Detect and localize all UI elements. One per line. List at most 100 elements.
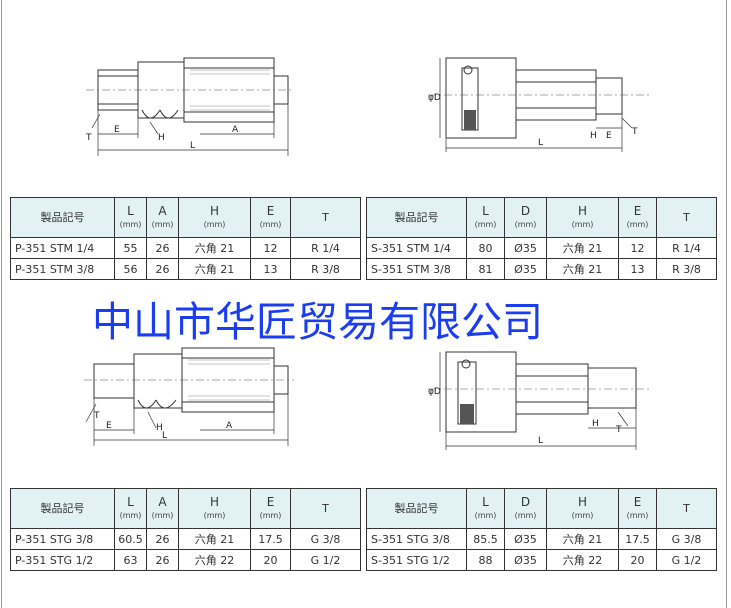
cell-t: G 3/8: [656, 528, 717, 550]
dim-label-e: E: [606, 131, 612, 141]
header-e: E(mm): [250, 488, 291, 529]
cell-l: 85.5: [466, 528, 505, 550]
table-row: P-351 STG 1/2 63 26 六角 22 20 G 1/2: [10, 549, 361, 571]
cell-e: 12: [618, 237, 657, 259]
drawing-plug-stg: T E H L A: [80, 338, 300, 450]
cell-h: 六角 22: [178, 549, 251, 571]
cell-e: 12: [250, 237, 291, 259]
table-header-row: 製品記号 L(mm) D(mm) H(mm) E(mm) T: [366, 488, 717, 529]
header-l: L(mm): [114, 197, 147, 238]
company-banner: 中山市华匠贸易有限公司: [92, 298, 543, 346]
page-border-right: [726, 0, 727, 608]
dim-label-h: H: [156, 423, 163, 433]
cell-h: 六角 21: [178, 258, 251, 280]
dim-label-l: L: [162, 431, 167, 441]
cell-d: Ø35: [504, 528, 547, 550]
cell-e: 17.5: [250, 528, 291, 550]
dim-label-d: φD: [428, 93, 441, 103]
dim-label-t: T: [85, 133, 92, 143]
cell-h: 六角 21: [546, 528, 619, 550]
cell-t: R 3/8: [656, 258, 717, 280]
cell-t: R 1/4: [656, 237, 717, 259]
cell-l: 60.5: [114, 528, 147, 550]
header-h: H(mm): [178, 488, 251, 529]
header-e: E(mm): [618, 197, 657, 238]
dim-label-l: L: [190, 141, 195, 151]
header-a: A(mm): [146, 488, 179, 529]
spec-table-s351-stg: 製品記号 L(mm) D(mm) H(mm) E(mm) T S-351 STG…: [366, 488, 717, 571]
table-row: P-351 STM 3/8 56 26 六角 21 13 R 3/8: [10, 258, 361, 280]
dim-label-e: E: [106, 421, 112, 431]
dim-label-e: E: [114, 125, 120, 135]
cell-d: Ø35: [504, 237, 547, 259]
drawing-plug-stm: T E H L A: [80, 48, 300, 160]
spec-table-s351-stm: 製品記号 L(mm) D(mm) H(mm) E(mm) T S-351 STM…: [366, 197, 717, 280]
cell-model: S-351 STG 1/2: [366, 549, 467, 571]
cell-l: 80: [466, 237, 505, 259]
header-model: 製品記号: [10, 488, 115, 529]
table-row: P-351 STG 3/8 60.5 26 六角 21 17.5 G 3/8: [10, 528, 361, 550]
table-header-row: 製品記号 L(mm) A(mm) H(mm) E(mm) T: [10, 197, 361, 238]
dim-label-a: A: [232, 125, 239, 135]
dim-label-h: H: [590, 131, 597, 141]
header-model: 製品記号: [366, 488, 467, 529]
header-h: H(mm): [546, 197, 619, 238]
cell-model: P-351 STM 3/8: [10, 258, 115, 280]
drawing-socket-stm: φD L H E T: [418, 48, 658, 160]
header-d: D(mm): [504, 488, 547, 529]
cell-l: 63: [114, 549, 147, 571]
cell-model: S-351 STM 1/4: [366, 237, 467, 259]
header-model: 製品記号: [10, 197, 115, 238]
header-t: T: [656, 488, 717, 529]
header-a: A(mm): [146, 197, 179, 238]
header-h: H(mm): [178, 197, 251, 238]
spec-table-p351-stg: 製品記号 L(mm) A(mm) H(mm) E(mm) T P-351 STG…: [10, 488, 361, 571]
cell-t: R 1/4: [290, 237, 361, 259]
dim-label-a: A: [226, 421, 233, 431]
cell-h: 六角 21: [178, 528, 251, 550]
cell-a: 26: [146, 549, 179, 571]
header-t: T: [656, 197, 717, 238]
cell-t: G 3/8: [290, 528, 361, 550]
table-row: P-351 STM 1/4 55 26 六角 21 12 R 1/4: [10, 237, 361, 259]
cell-l: 81: [466, 258, 505, 280]
cell-model: P-351 STG 3/8: [10, 528, 115, 550]
header-e: E(mm): [618, 488, 657, 529]
header-t: T: [290, 488, 361, 529]
cell-l: 88: [466, 549, 505, 571]
dim-label-l: L: [538, 436, 543, 446]
cell-e: 17.5: [618, 528, 657, 550]
cell-h: 六角 21: [546, 237, 619, 259]
header-l: L(mm): [466, 197, 505, 238]
cell-h: 六角 21: [178, 237, 251, 259]
cell-a: 26: [146, 258, 179, 280]
dim-label-d: φD: [428, 387, 441, 397]
cell-model: P-351 STM 1/4: [10, 237, 115, 259]
dim-label-t: T: [631, 127, 638, 137]
header-e: E(mm): [250, 197, 291, 238]
table-header-row: 製品記号 L(mm) D(mm) H(mm) E(mm) T: [366, 197, 717, 238]
cell-e: 20: [250, 549, 291, 571]
cell-model: S-351 STM 3/8: [366, 258, 467, 280]
cell-e: 20: [618, 549, 657, 571]
header-model: 製品記号: [366, 197, 467, 238]
cell-d: Ø35: [504, 258, 547, 280]
table-header-row: 製品記号 L(mm) A(mm) H(mm) E(mm) T: [10, 488, 361, 529]
cell-a: 26: [146, 528, 179, 550]
header-l: L(mm): [114, 488, 147, 529]
cell-l: 55: [114, 237, 147, 259]
page-border-left: [1, 0, 2, 608]
dim-label-t: T: [93, 411, 100, 421]
spec-table-p351-stm: 製品記号 L(mm) A(mm) H(mm) E(mm) T P-351 STM…: [10, 197, 361, 280]
cell-model: P-351 STG 1/2: [10, 549, 115, 571]
cell-h: 六角 21: [546, 258, 619, 280]
drawing-socket-stg: φD L H T: [418, 342, 658, 454]
table-row: S-351 STG 1/2 88 Ø35 六角 22 20 G 1/2: [366, 549, 717, 571]
cell-t: G 1/2: [290, 549, 361, 571]
cell-l: 56: [114, 258, 147, 280]
table-row: S-351 STG 3/8 85.5 Ø35 六角 21 17.5 G 3/8: [366, 528, 717, 550]
header-l: L(mm): [466, 488, 505, 529]
table-row: S-351 STM 1/4 80 Ø35 六角 21 12 R 1/4: [366, 237, 717, 259]
table-row: S-351 STM 3/8 81 Ø35 六角 21 13 R 3/8: [366, 258, 717, 280]
cell-h: 六角 22: [546, 549, 619, 571]
